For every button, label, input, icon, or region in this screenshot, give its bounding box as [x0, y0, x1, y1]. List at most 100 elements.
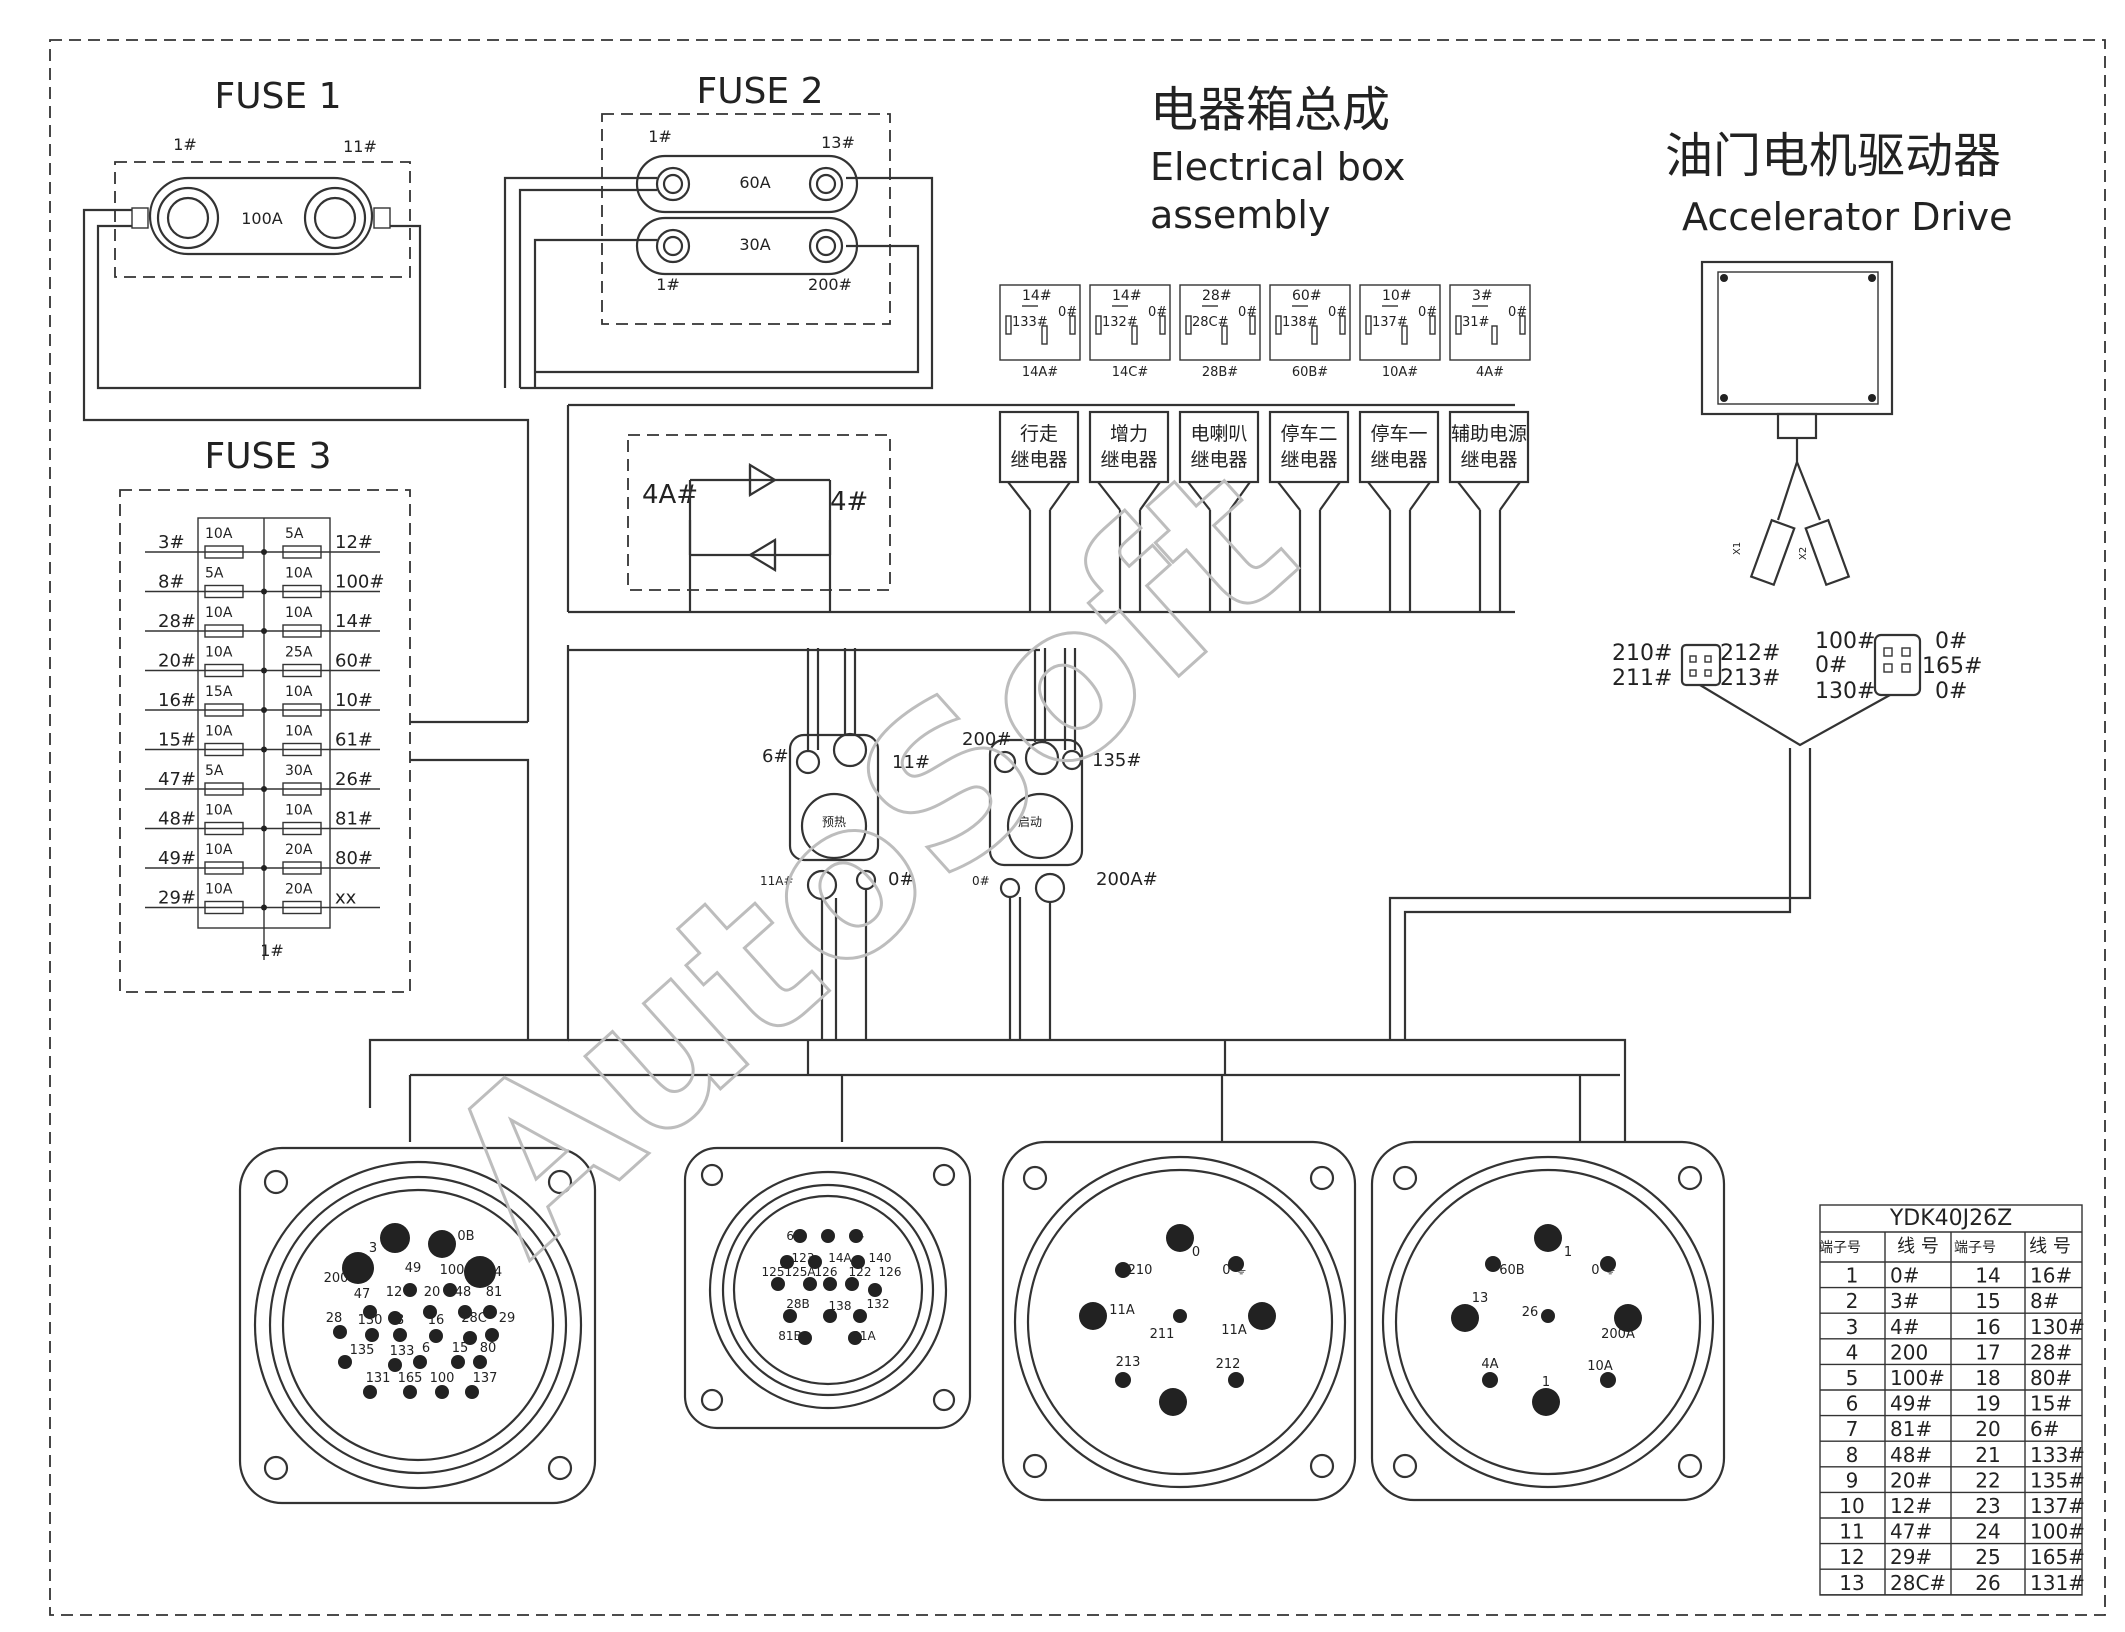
- fuse-1-right-label: 11#: [343, 137, 377, 156]
- table-cell: 49#: [1890, 1392, 1932, 1416]
- connector-1-pin: [403, 1283, 417, 1297]
- connector-1-pin: [443, 1283, 457, 1297]
- connector-3-pin-label: 210: [1128, 1263, 1153, 1278]
- connector-3-pin-label: 212: [1216, 1357, 1241, 1372]
- connector-1-pin-label: 47: [354, 1287, 371, 1302]
- relay-group: 14#133#0#14A#行走继电器14#132#0#14C#增力继电器28#2…: [998, 284, 1531, 612]
- relay-top-label: 3#: [1472, 288, 1493, 304]
- fuse-3-left-rating: 10A: [205, 803, 233, 819]
- fuse-3-right-label: 100#: [335, 572, 384, 593]
- table-cell: 12#: [1890, 1494, 1932, 1518]
- connector-2-pin: [849, 1229, 863, 1243]
- connector-2-pin: [868, 1283, 882, 1297]
- table-cell: 137#: [2030, 1494, 2085, 1518]
- switch-start-tl: 200#: [962, 729, 1011, 750]
- fuse-3-left-rating: 10A: [205, 882, 233, 898]
- fuse-1: FUSE 1 100A 1# 11#: [114, 76, 411, 278]
- electrical-box-title-cn: 电器箱总成: [1150, 82, 1390, 138]
- connector-1-pin: [363, 1305, 377, 1319]
- fuse-3-left-rating: 5A: [205, 763, 224, 779]
- table-cell: 12: [1839, 1545, 1864, 1569]
- fuse-3-right-label: 26#: [335, 769, 373, 790]
- table-h2: 线 号: [1897, 1236, 1939, 1257]
- watermark: AutoSoft: [398, 418, 1338, 1299]
- table-cell: 3: [1846, 1315, 1859, 1339]
- connector-1-pin: [388, 1358, 402, 1372]
- relay-mid-label: 28C#: [1192, 315, 1229, 330]
- connector-2-pin: [821, 1229, 835, 1243]
- fuse-2: FUSE 2 60A 30A 1# 13# 1# 200#: [601, 71, 891, 325]
- relay-bottom-label: 14C#: [1112, 365, 1149, 380]
- electrical-box-title-en-1: Electrical box: [1150, 145, 1405, 189]
- connector-4-pin: [1600, 1372, 1616, 1388]
- relay-mid-label: 138#: [1282, 315, 1318, 330]
- connector-4-pin: [1534, 1224, 1562, 1252]
- connector-1-pin: [365, 1328, 379, 1342]
- diode-block: 4A# 4#: [627, 434, 891, 612]
- fuse-2-top-left: 1#: [648, 127, 672, 146]
- connector-4-pin: [1541, 1309, 1555, 1323]
- connector-3-pin: [1228, 1256, 1244, 1272]
- fuse-1-title: FUSE 1: [214, 76, 341, 117]
- connector-1-pin-label: 12: [386, 1285, 403, 1300]
- relay-name: 辅助电源: [1451, 423, 1527, 445]
- fuse-1-left-label: 1#: [173, 135, 197, 154]
- connector-2-pin-label: 125A: [784, 1265, 816, 1279]
- connector-1-pin-label: 20: [424, 1285, 441, 1300]
- fuse-3-fuse-left: [204, 584, 244, 599]
- connector-1-pin-label: 165: [398, 1371, 423, 1386]
- acc-b-right-1: 0#: [1935, 629, 1967, 654]
- table-cell: 21: [1975, 1443, 2000, 1467]
- table-cell: 28C#: [1890, 1571, 1946, 1595]
- fuse-3-fuse-right: [282, 624, 322, 638]
- table-cell: 200: [1890, 1340, 1928, 1364]
- connector-2-pin-label: 125: [762, 1265, 785, 1279]
- table-cell: 19: [1975, 1392, 2000, 1416]
- table-cell: 28#: [2030, 1340, 2072, 1364]
- connector-4-pin-label: 200A: [1601, 1327, 1635, 1342]
- relay-right-label: 0#: [1418, 305, 1437, 320]
- connector-4-pin-label: 0 ⏚: [1591, 1263, 1616, 1278]
- relay-bottom-label: 4A#: [1476, 365, 1504, 380]
- table-cell: 4: [1846, 1340, 1859, 1364]
- connector-4-pin: [1614, 1304, 1642, 1332]
- relay-body: [1088, 410, 1170, 484]
- connector-2-pin-label: 81B: [778, 1329, 802, 1343]
- relay-bottom-label: 28B#: [1202, 365, 1238, 380]
- fuse-3-right-rating: 20A: [285, 842, 313, 858]
- table-cell: 15: [1975, 1289, 2000, 1313]
- connector-3-pin-label: 11A: [1221, 1323, 1247, 1338]
- relay-socket: [999, 284, 1081, 361]
- table-cell: 8: [1846, 1443, 1859, 1467]
- fuse-3-right-rating: 20A: [285, 882, 313, 898]
- connector-2-pin-label: 28B: [786, 1297, 810, 1311]
- acc-b-left-2: 0#: [1815, 653, 1847, 678]
- relay-right-label: 0#: [1238, 305, 1257, 320]
- connector-2-pin: [848, 1331, 862, 1345]
- fuse-3-fuse-right: [282, 584, 322, 599]
- connector-4-pin-label: 60B: [1499, 1263, 1524, 1278]
- table-cell: 10: [1839, 1494, 1864, 1518]
- fuse-3-left-label: 8#: [158, 572, 185, 593]
- fuse-2-bottom-left: 1#: [656, 275, 680, 294]
- relay-bottom-label: 14A#: [1022, 365, 1058, 380]
- accelerator-title-en: Accelerator Drive: [1682, 195, 2013, 239]
- fuse-3-fuse-right: [282, 703, 322, 717]
- fuse-3-left-label: 28#: [158, 611, 196, 632]
- connector-4-pin-label: 10A: [1587, 1359, 1613, 1374]
- relay-body: [1358, 410, 1440, 484]
- connector-2-pin: [803, 1277, 817, 1291]
- fuse-3-fuse-right: [282, 861, 322, 875]
- relay-top-label: 28#: [1202, 288, 1232, 304]
- connector-1-pin-label: 137: [473, 1371, 498, 1386]
- relay-body: [998, 410, 1080, 484]
- fuse-3-right-rating: 10A: [285, 566, 313, 582]
- fuse-3-node: [261, 825, 267, 832]
- fuse-3-fuse-right: [282, 545, 322, 559]
- fuse-3-node: [261, 667, 267, 674]
- fuse-3-fuse-right: [282, 782, 322, 796]
- relay-right-label: 0#: [1148, 305, 1167, 320]
